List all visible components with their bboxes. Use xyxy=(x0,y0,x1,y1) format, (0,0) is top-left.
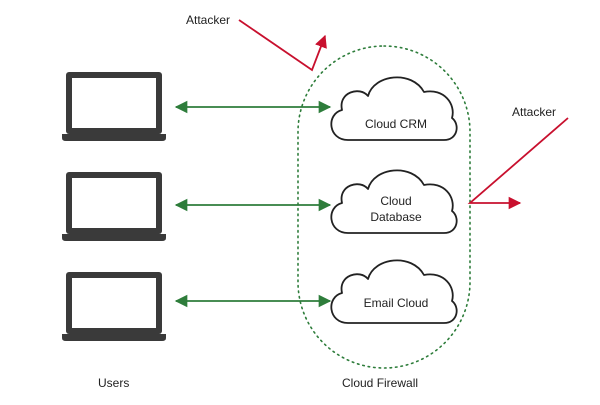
firewall-boundary xyxy=(297,45,471,369)
attacker-top-label: Attacker xyxy=(186,13,231,27)
laptop-icon xyxy=(62,272,166,341)
cloud-icon xyxy=(330,169,458,234)
cloud-label: Email Cloud xyxy=(344,295,448,311)
users-label: Users xyxy=(98,376,130,390)
attacker-right-label: Attacker xyxy=(512,105,557,119)
cloud-label-line: Email Cloud xyxy=(363,296,429,310)
cloud-label: Cloud CRM xyxy=(344,116,448,132)
attack-path-right xyxy=(467,117,569,210)
attack-path-top xyxy=(238,19,327,72)
cloud-icon xyxy=(330,76,458,141)
laptop-icon xyxy=(62,72,166,141)
cloud-label: Cloud Database xyxy=(344,193,448,225)
cloud-label-line: Database xyxy=(370,210,422,224)
cloud-icon xyxy=(330,259,458,324)
cloud-label-line: Cloud xyxy=(380,194,412,208)
laptop-icon xyxy=(62,172,166,241)
firewall-label: Cloud Firewall xyxy=(342,376,419,390)
cloud-label-line: Cloud CRM xyxy=(364,117,427,131)
